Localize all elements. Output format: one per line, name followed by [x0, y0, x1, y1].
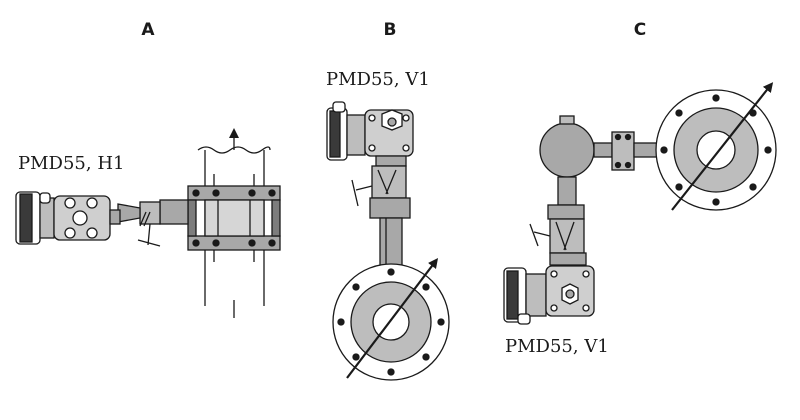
panel-b-letter: B	[383, 20, 397, 40]
transmitter-icon	[15, 191, 121, 245]
orifice-flange-icon	[187, 174, 281, 262]
panel-b	[326, 101, 450, 381]
valve-manifold-icon	[529, 218, 587, 266]
orifice-flange-icon	[655, 89, 777, 211]
vertical-pipe	[379, 217, 403, 271]
panel-a	[15, 128, 281, 318]
panel-c-letter: C	[633, 20, 647, 40]
panel-a-letter: A	[141, 20, 155, 40]
transmitter-icon	[326, 101, 414, 161]
panel-a-caption: PMD55, H1	[18, 153, 125, 174]
orifice-flange-icon	[332, 263, 450, 381]
condensate-pot	[539, 115, 663, 178]
panel-c	[503, 82, 777, 325]
flow-arrow-icon	[346, 258, 439, 379]
panel-b-caption: PMD55, V1	[326, 69, 430, 90]
valve-manifold-icon	[351, 155, 411, 219]
valve-manifold-icon	[117, 199, 189, 247]
flow-arrow-icon	[671, 82, 774, 211]
panel-c-caption: PMD55, V1	[505, 336, 609, 357]
transmitter-icon	[503, 265, 595, 325]
vertical-pipe	[547, 176, 585, 220]
